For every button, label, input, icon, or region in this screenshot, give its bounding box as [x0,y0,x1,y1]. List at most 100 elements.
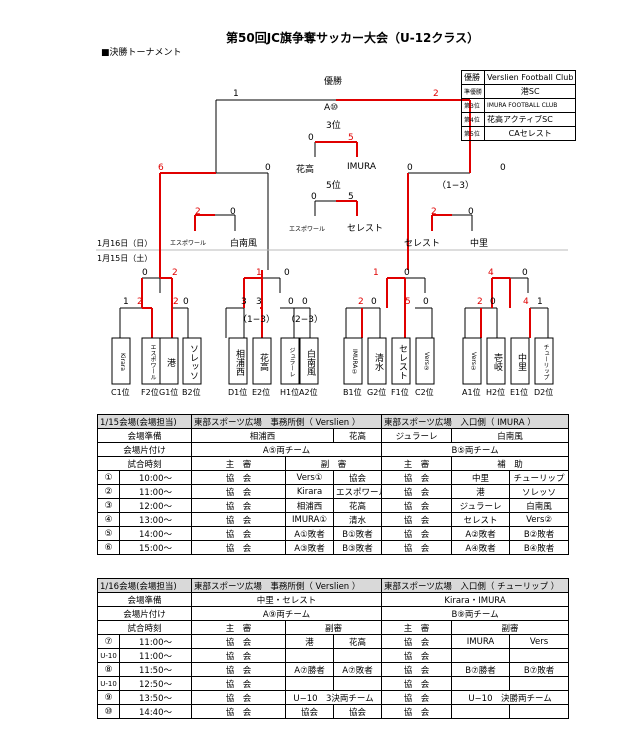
team-seed: E2位 [252,388,271,397]
schedule-cell: 協会 [333,470,383,485]
schedule-cell: ④ [97,512,120,527]
schedule-cell: 12:00〜 [118,498,193,513]
schedule-cell: 10:00〜 [118,470,193,485]
schedule-cell: ⑥ [97,540,120,555]
schedule-cell: 協 会 [191,634,287,649]
qf-l2-score: 0 [230,207,236,217]
team-name: 白南風 [305,348,315,376]
day1-cleanup-b: B⑤両チーム [381,442,570,457]
schedule-cell: A③敗者 [285,540,335,555]
schedule-cell: チューリップ [509,470,570,485]
team-name: ジュラーレ [288,347,295,377]
schedule-cell: 協 会 [381,470,453,485]
schedule-day2: 1/16会場(会場担当) 東部スポーツ広場 事務所側（ Verslien ） 東… [96,578,570,719]
schedule-cell: ジュラーレ [451,498,511,513]
schedule-cell [451,704,511,719]
schedule-cell: U−10 決勝両チーム [451,690,570,705]
schedule-cell: ③ [97,498,120,513]
schedule-cell: 14:00〜 [118,526,193,541]
r0-s6: 3 [256,297,262,307]
rank-label: 第4位 [460,112,486,127]
day2-header-entrance: 東部スポーツ広場 入口側（ チューリップ ） [381,578,570,593]
r1-d-score-l: 4 [488,268,494,278]
day2-col-ref: 主 審 [191,620,287,635]
day1-col-aux: 補 助 [451,456,570,471]
schedule-cell: 白南風 [509,498,570,513]
schedule-cell: A⑦敗者 [333,662,383,677]
r0-s8: 0 [302,297,308,307]
team-seed: D2位 [534,388,554,397]
day1-prep-a: 相浦西 [191,428,335,443]
team-seed: E1位 [510,388,529,397]
schedule-cell: 協 会 [381,540,453,555]
schedule-cell [333,648,383,663]
schedule-cell: 13:00〜 [118,512,193,527]
day1-header-entrance: 東部スポーツ広場 入口側（ IMURA ） [381,414,570,429]
schedule-cell: A②敗者 [451,526,511,541]
schedule-cell: ① [97,470,120,485]
r1-a-score-l: 0 [142,268,148,278]
schedule-cell: A④敗者 [451,540,511,555]
schedule-cell: 協 会 [191,512,287,527]
r1-b-score-r: 0 [284,268,290,278]
schedule-cell: 協 会 [381,526,453,541]
third-left-score: 0 [308,133,314,143]
third-left-team: 花高 [296,165,315,175]
schedule-cell: セレスト [451,512,511,527]
r1-c-score-l: 1 [373,268,379,278]
schedule-cell: 11:00〜 [118,648,193,663]
schedule-cell: Kirara [285,484,335,499]
qf-r2-score: 0 [468,207,474,217]
schedule-cell [333,676,383,691]
day1-prep-c: ジュラーレ [381,428,453,443]
date-day1: 1月15日（土） [97,254,153,263]
team-name: チューリップ [542,344,549,380]
schedule-cell: A①敗者 [285,526,335,541]
schedule-cell: 協会 [285,704,335,719]
r1-c-score-r: 0 [404,268,410,278]
schedule-cell [509,676,570,691]
rank-team: IMURA FOOTBALL CLUB [484,98,577,113]
date-day2: 1月16日（日） [97,239,153,248]
team-name: Vers② [423,352,430,372]
schedule-cell: B①敗者 [333,526,383,541]
team-name: 相浦西 [234,348,244,376]
team-name: Kirara [119,353,126,371]
schedule-cell [451,648,511,663]
rank-label: 優勝 [460,70,486,85]
schedule-cell: 花高 [333,634,383,649]
team-seed: H2位 [486,388,506,397]
fifth-left-score: 0 [311,192,317,202]
day2-col-ar2: 副審 [451,620,570,635]
schedule-cell: 相浦西 [285,498,335,513]
third-right-team: IMURA [347,162,377,172]
day2-col-time: 試合時刻 [96,620,193,635]
day2-header-office: 東部スポーツ広場 事務所側（ Verslien ） [191,578,383,593]
schedule-cell: 15:00〜 [118,540,193,555]
schedule-cell: 協 会 [191,526,287,541]
qf-r2-team: 中里 [470,239,489,249]
schedule-cell [285,676,335,691]
r0-s10: 0 [371,297,377,307]
day1-cleanup-a: A⑤両チーム [191,442,383,457]
team-name: セレスト [397,344,407,380]
fifth-right-team: セレスト [347,224,384,234]
schedule-cell: ⑨ [97,690,120,705]
schedule-cell: 花高 [333,498,383,513]
section-title: ■決勝トーナメント [101,48,182,58]
day1-header-office: 東部スポーツ広場 事務所側（ Verslien ） [191,414,383,429]
day2-prep-b: Kirara・IMURA [381,592,570,607]
rank-team: Verslien Football Club [484,70,577,85]
day1-cleanup-label: 会場片付け [96,442,193,457]
schedule-cell: 港 [285,634,335,649]
r0-s14: 0 [490,297,496,307]
schedule-cell: Vers① [285,470,335,485]
schedule-cell [509,648,570,663]
